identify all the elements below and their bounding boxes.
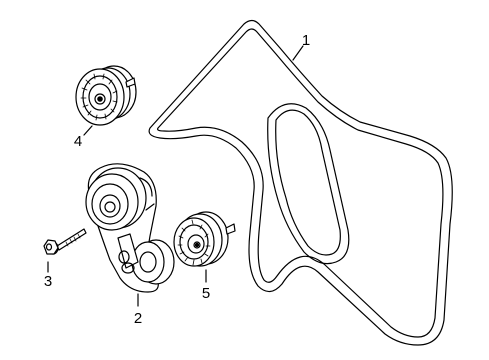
idler-pulley-upper — [75, 65, 137, 126]
callout-1-leader — [292, 45, 304, 61]
serpentine-belt — [148, 19, 453, 346]
callout-4-leader — [83, 125, 93, 136]
tensioner-bolt — [43, 228, 87, 255]
callout-1-label: 1 — [301, 32, 311, 49]
idler-pulley-lower — [173, 211, 236, 267]
callout-5-label: 5 — [201, 285, 211, 302]
callout-4-label: 4 — [73, 133, 83, 150]
callout-2-label: 2 — [133, 310, 143, 327]
callout-3-label: 3 — [43, 273, 53, 290]
belt-tensioner — [85, 163, 175, 293]
